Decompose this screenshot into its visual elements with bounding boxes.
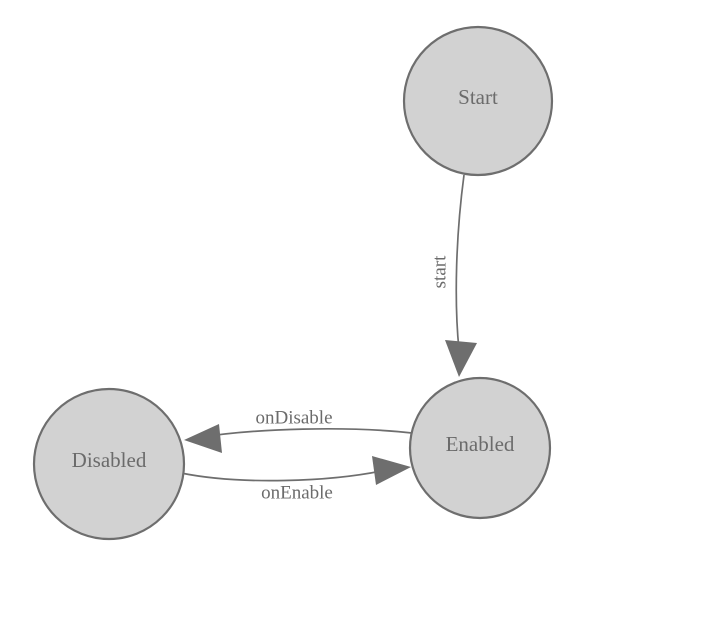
node-disabled-label: Disabled	[72, 448, 147, 472]
edge-start-to-enabled-path	[455, 174, 465, 351]
node-enabled-circle	[408, 376, 552, 520]
node-enabled[interactable]: Enabled	[408, 376, 552, 520]
edge-enabled-to-disabled-path	[195, 428, 413, 439]
node-enabled-label: Enabled	[446, 432, 515, 456]
edge-disabled-to-enabled[interactable]: onEnable	[180, 456, 411, 503]
edge-start-to-enabled[interactable]: start	[429, 174, 477, 377]
edge-disabled-to-enabled-path	[180, 469, 387, 482]
node-disabled-circle	[32, 387, 186, 541]
edge-start-to-enabled-arrowhead	[445, 340, 477, 377]
edge-label-start: start	[429, 255, 450, 288]
edge-enabled-to-disabled-arrowhead	[184, 424, 222, 453]
edge-label-onenable: onEnable	[261, 482, 333, 503]
edge-enabled-to-disabled[interactable]: onDisable	[184, 407, 413, 453]
node-disabled[interactable]: Disabled	[32, 387, 186, 541]
node-start-label: Start	[458, 85, 498, 109]
edge-disabled-to-enabled-arrowhead	[372, 456, 411, 485]
node-start-circle	[402, 25, 554, 177]
edge-label-ondisable: onDisable	[255, 407, 332, 428]
node-start[interactable]: Start	[402, 25, 554, 177]
